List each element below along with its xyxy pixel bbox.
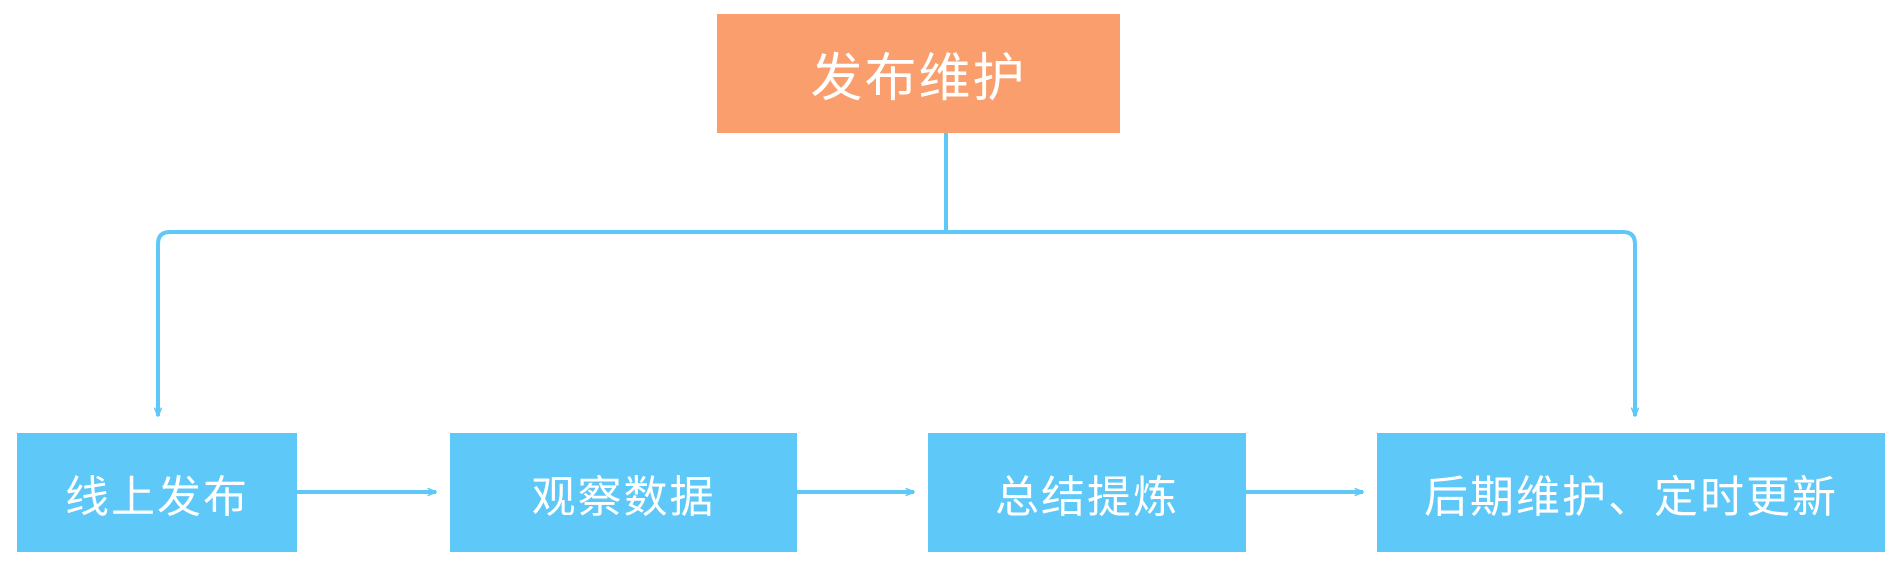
node-step-maintenance-scheduled-update[interactable]: 后期维护、定时更新 (1377, 433, 1885, 552)
node-step-online-release[interactable]: 线上发布 (17, 433, 297, 552)
connector-root-to-step-1 (158, 230, 172, 416)
node-root-publish-maintain[interactable]: 发布维护 (717, 14, 1120, 133)
connector-root-to-step-4 (1621, 230, 1635, 416)
node-step-summarize-refine[interactable]: 总结提炼 (928, 433, 1246, 552)
node-step-observe-data[interactable]: 观察数据 (450, 433, 797, 552)
